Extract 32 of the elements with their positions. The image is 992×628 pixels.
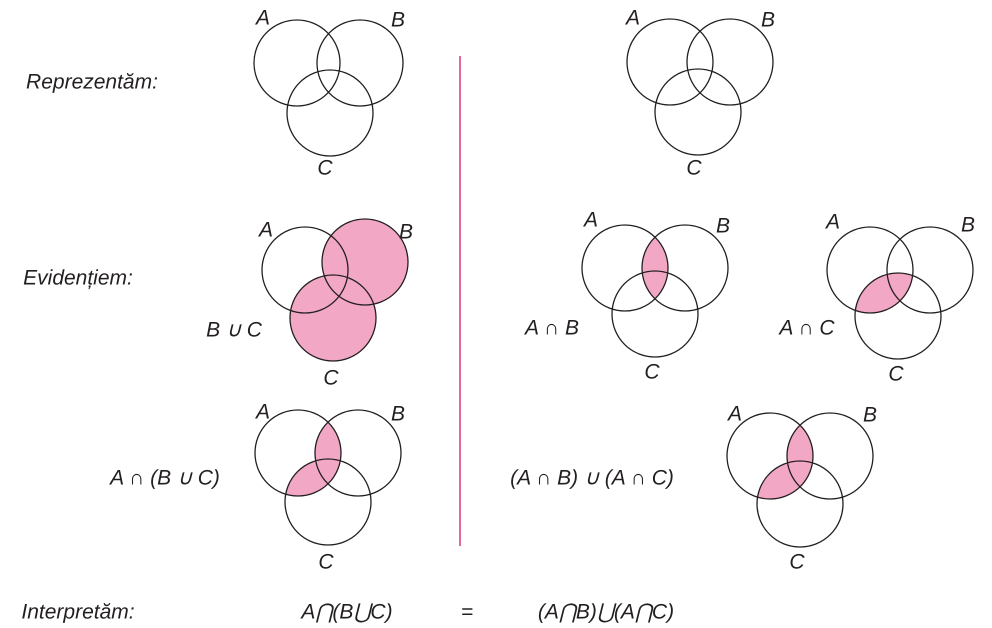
set-letter: A bbox=[256, 8, 270, 28]
row-heading: Interpretăm: bbox=[21, 602, 135, 622]
row-heading: Reprezentăm: bbox=[26, 72, 158, 92]
set-letter: A bbox=[259, 220, 273, 240]
set-expression: B ∪ C bbox=[206, 320, 262, 340]
set-expression: A ∩ C bbox=[779, 318, 835, 338]
set-expression: (A ∩ B) ∪ (A ∩ C) bbox=[510, 468, 674, 488]
set-letter: A bbox=[626, 8, 640, 28]
set-letter: A bbox=[826, 212, 840, 232]
set-letter: B bbox=[761, 10, 775, 30]
set-letter: A bbox=[728, 404, 742, 424]
set-letter: B bbox=[961, 214, 975, 236]
set-letter: B bbox=[391, 10, 405, 30]
set-letter: C bbox=[323, 368, 339, 388]
set-letter: C bbox=[789, 552, 805, 572]
set-letter: C bbox=[644, 362, 660, 382]
set-letter: C bbox=[318, 552, 334, 572]
set-expression: A ∩ B bbox=[525, 318, 579, 338]
set-expression: A ∩ (B ∪ C) bbox=[110, 468, 220, 488]
set-letter: A bbox=[584, 210, 598, 230]
set-letter: B bbox=[399, 222, 413, 242]
set-letter: C bbox=[686, 158, 702, 178]
set-letter: A bbox=[256, 402, 270, 422]
set-expression: A⋂(B⋃C) bbox=[301, 602, 393, 622]
set-letter: C bbox=[317, 158, 333, 178]
set-letter: B bbox=[863, 404, 877, 426]
set-letter: C bbox=[888, 364, 904, 384]
set-letter: B bbox=[716, 216, 730, 236]
equals-sign: = bbox=[460, 602, 474, 622]
row-heading: Evidențiem: bbox=[23, 268, 133, 288]
set-expression: (A⋂B)⋃(A⋂C) bbox=[538, 602, 674, 622]
set-letter: B bbox=[391, 404, 405, 424]
